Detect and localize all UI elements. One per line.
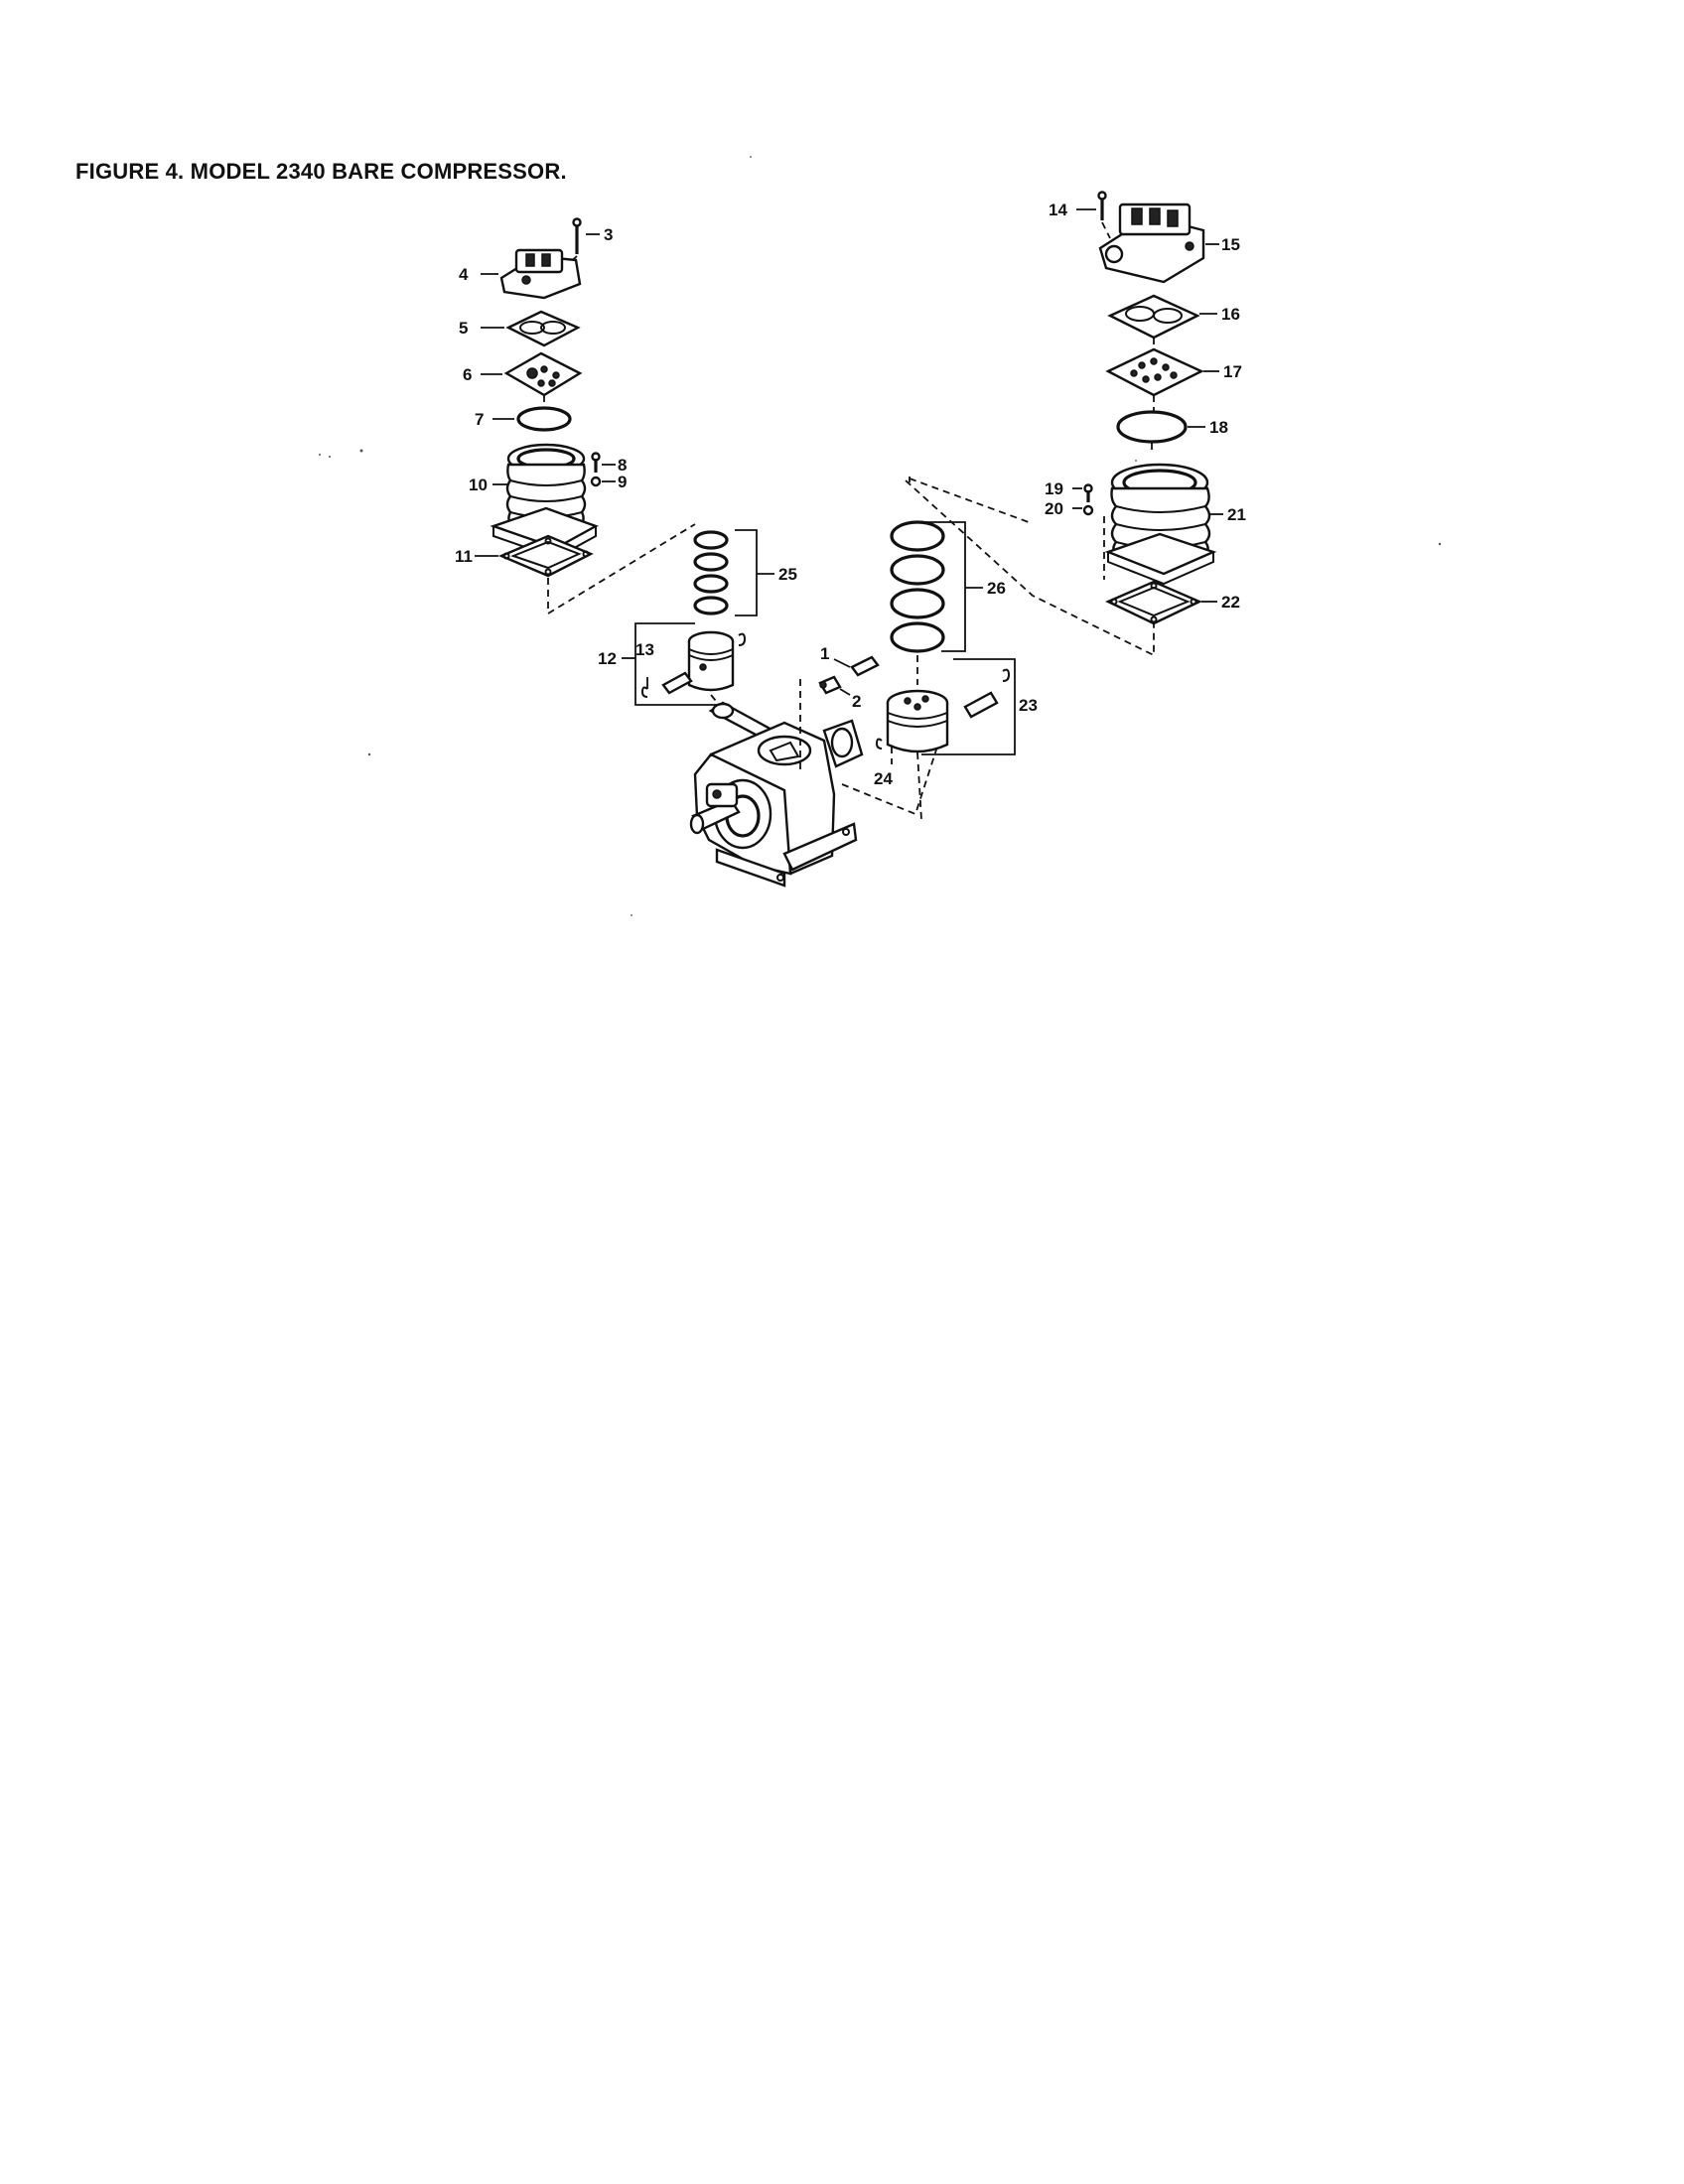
callout-5: 5 xyxy=(459,319,468,338)
right-piston-assembly xyxy=(875,520,1016,764)
callout-8: 8 xyxy=(618,456,627,475)
callout-7: 7 xyxy=(475,410,484,429)
head-bolt-3 xyxy=(572,217,582,254)
callout-labels: 1 2 3 4 5 6 7 8 9 10 11 12 13 14 15 16 1… xyxy=(455,201,1246,788)
washer-20 xyxy=(1082,504,1094,516)
base-gasket-11 xyxy=(497,534,594,578)
callout-3: 3 xyxy=(604,225,613,244)
callout-6: 6 xyxy=(463,365,472,384)
callout-16: 16 xyxy=(1221,305,1240,324)
valve-plate-17 xyxy=(1105,347,1204,397)
callout-19: 19 xyxy=(1045,479,1063,498)
ring-26b xyxy=(890,554,945,586)
left-piston-assembly xyxy=(634,529,774,708)
cylinder-10 xyxy=(490,443,599,560)
callout-11: 11 xyxy=(455,547,473,566)
base-gasket-22 xyxy=(1105,580,1202,625)
head-bolt-14 xyxy=(1097,191,1107,220)
crankcase-assembly xyxy=(689,701,864,887)
bolt-19 xyxy=(1083,483,1093,502)
cylinder-head-15 xyxy=(1098,203,1205,284)
scan-specks xyxy=(319,156,1442,916)
washer-9 xyxy=(590,476,602,487)
snap-ring-13 xyxy=(640,686,648,698)
snap-ring-23 xyxy=(1002,668,1011,682)
callout-20: 20 xyxy=(1045,499,1063,518)
ring-26c xyxy=(890,588,945,619)
wrist-pin-23 xyxy=(963,691,999,719)
callout-10: 10 xyxy=(469,476,488,494)
callout-21: 21 xyxy=(1227,505,1246,524)
callout-2: 2 xyxy=(852,692,861,711)
leader-lines xyxy=(475,208,1223,696)
head-gasket-5 xyxy=(505,310,581,347)
wrist-pin-12 xyxy=(661,671,693,695)
figure-title: FIGURE 4. MODEL 2340 BARE COMPRESSOR. xyxy=(75,159,567,184)
o-ring-18 xyxy=(1116,410,1188,444)
head-gasket-16 xyxy=(1107,294,1200,340)
ring-26a xyxy=(890,520,945,552)
ring-25b xyxy=(693,552,729,572)
callout-25: 25 xyxy=(778,565,797,584)
callout-24: 24 xyxy=(874,769,893,788)
cylinder-21 xyxy=(1104,463,1217,586)
callout-22: 22 xyxy=(1221,593,1240,612)
ring-26d xyxy=(890,621,945,653)
callout-23: 23 xyxy=(1019,696,1038,715)
fitting-2 xyxy=(818,675,842,695)
cylinder-head-4 xyxy=(499,248,582,300)
right-cylinder-stack xyxy=(905,191,1217,657)
callout-26: 26 xyxy=(987,579,1006,598)
callout-9: 9 xyxy=(618,473,627,491)
ring-25c xyxy=(693,574,729,594)
snap-ring-12 xyxy=(738,632,747,646)
piston-12 xyxy=(687,630,735,692)
callout-18: 18 xyxy=(1209,418,1228,437)
piston-23 xyxy=(886,689,949,753)
breather-1 xyxy=(850,655,880,677)
bolt-8 xyxy=(591,452,601,473)
o-ring-7 xyxy=(516,406,572,432)
left-cylinder-stack xyxy=(490,217,696,615)
callout-1: 1 xyxy=(820,644,829,663)
callout-14: 14 xyxy=(1049,201,1067,219)
ring-25a xyxy=(693,530,729,550)
snap-ring-24 xyxy=(875,738,883,750)
callout-13: 13 xyxy=(635,640,654,659)
callout-4: 4 xyxy=(459,265,469,284)
ring-25d xyxy=(693,596,729,615)
valve-plate-6 xyxy=(503,351,583,397)
callout-15: 15 xyxy=(1221,235,1240,254)
callout-17: 17 xyxy=(1223,362,1242,381)
callout-12: 12 xyxy=(598,649,617,668)
